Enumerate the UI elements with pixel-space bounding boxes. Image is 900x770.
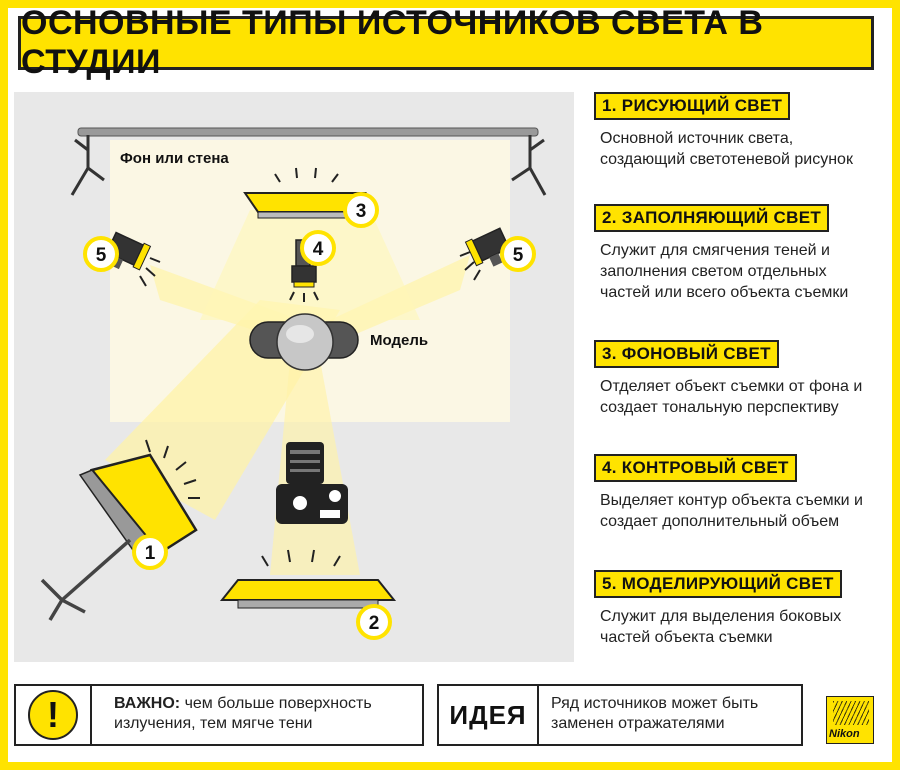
note-important-label: ВАЖНО: <box>114 695 181 712</box>
note-important-body: чем больше поверхность излучения, тем мя… <box>114 695 372 732</box>
background-label: Фон или стена <box>120 150 229 167</box>
legend-description: Служит для смягчения теней и заполнения … <box>600 242 849 301</box>
legend-item-modeling-light: 5. МОДЕЛИРУЮЩИЙ СВЕТ Служит для выделени… <box>594 570 884 648</box>
legend-heading: 5. МОДЕЛИРУЮЩИЙ СВЕТ <box>594 570 842 598</box>
light-modeling-right <box>464 227 511 267</box>
studio-diagram: Фон или стена Моде <box>14 92 574 662</box>
logo-text: Nikon <box>829 728 860 740</box>
backdrop-stand-left <box>70 135 105 196</box>
marker-5-left: 5 <box>83 236 119 272</box>
note-divider <box>90 686 92 744</box>
note-important: ! ВАЖНО: чем больше поверхность излучени… <box>14 684 424 746</box>
marker-4: 4 <box>300 230 336 266</box>
marker-5-right: 5 <box>500 236 536 272</box>
legend-heading: 2. ЗАПОЛНЯЮЩИЙ СВЕТ <box>594 204 830 232</box>
legend-description: Отделяет объект съемки от фона и создает… <box>600 378 863 416</box>
legend-description: Выделяет контур объекта съемки и создает… <box>600 492 863 530</box>
svg-text:3: 3 <box>356 201 367 222</box>
nikon-logo: Nikon <box>826 696 874 744</box>
legend-heading: 4. КОНТРОВЫЙ СВЕТ <box>594 454 797 482</box>
note-divider <box>537 686 539 744</box>
legend-description: Основной источник света, создающий свето… <box>600 130 853 168</box>
backdrop-bar <box>77 127 539 137</box>
backdrop-stand-right <box>511 135 547 196</box>
legend-description: Служит для выделения боковых частей объе… <box>600 608 842 646</box>
legend-item-rim-light: 4. КОНТРОВЫЙ СВЕТ Выделяет контур объект… <box>594 454 884 532</box>
svg-text:1: 1 <box>145 543 156 564</box>
note-idea: ИДЕЯ Ряд источников может быть заменен о… <box>437 684 803 746</box>
model-label: Модель <box>370 332 428 349</box>
page-title-text: ОСНОВНЫЕ ТИПЫ ИСТОЧНИКОВ СВЕТА В СТУДИИ <box>21 4 764 81</box>
svg-text:5: 5 <box>513 245 524 266</box>
light-fill <box>219 549 397 609</box>
logo-rays-icon <box>833 701 869 725</box>
light-modeling-right-rays <box>459 251 481 281</box>
idea-label: ИДЕЯ <box>449 699 527 730</box>
note-important-text: ВАЖНО: чем больше поверхность излучения,… <box>114 694 414 734</box>
svg-text:4: 4 <box>313 239 324 260</box>
page-title: ОСНОВНЫЕ ТИПЫ ИСТОЧНИКОВ СВЕТА В СТУДИИ <box>18 4 874 81</box>
marker-1: 1 <box>132 534 168 570</box>
marker-2: 2 <box>356 604 392 640</box>
legend-heading: 1. РИСУЮЩИЙ СВЕТ <box>594 92 791 120</box>
legend-item-key-light: 1. РИСУЮЩИЙ СВЕТ Основной источник света… <box>594 92 884 170</box>
note-idea-text: Ряд источников может быть заменен отража… <box>551 695 759 732</box>
camera-icon <box>276 442 348 524</box>
model-figure <box>249 313 359 371</box>
svg-text:2: 2 <box>369 613 380 634</box>
warning-icon: ! <box>28 690 78 740</box>
svg-text:5: 5 <box>96 245 107 266</box>
legend-item-background-light: 3. ФОНОВЫЙ СВЕТ Отделяет объект съемки о… <box>594 340 884 418</box>
legend-item-fill-light: 2. ЗАПОЛНЯЮЩИЙ СВЕТ Служит для смягчения… <box>594 204 884 303</box>
light-modeling-left-rays <box>139 257 161 287</box>
marker-3: 3 <box>343 192 379 228</box>
legend-heading: 3. ФОНОВЫЙ СВЕТ <box>594 340 779 368</box>
